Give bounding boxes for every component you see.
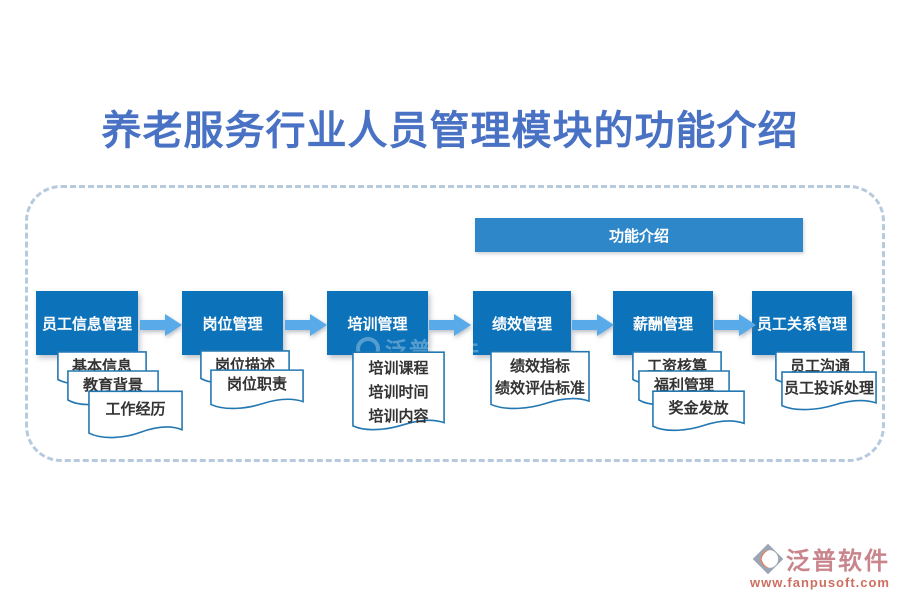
doc-employee-complaint-handling: 员工投诉处理 [781,371,877,415]
module-label: 薪酬管理 [632,315,693,333]
doc-line: 奖金发放 [668,400,729,417]
doc-performance-details: 绩效指标 绩效评估标准 [490,350,590,416]
arrow-right-icon [140,314,182,336]
document-shape-icon [652,390,745,436]
doc-position-duty: 岗位职责 [210,369,304,414]
page-title: 养老服务行业人员管理模块的功能介绍 [101,109,799,153]
doc-line: 培训课程 [368,360,429,377]
diagram-frame [25,185,885,462]
doc-work-experience: 工作经历 [88,390,183,443]
module-box-performance: 绩效管理 [473,291,571,355]
doc-line: 绩效评估标准 [494,380,585,397]
brand-url: www.fanpusoft.com [749,575,890,590]
arrow-right-icon [714,314,756,336]
banner-label: 功能介绍 [608,227,669,245]
doc-line: 绩效指标 [509,358,570,375]
document-shape-icon [490,350,590,416]
document-shape-icon [88,390,183,443]
document-shape-icon [352,350,445,438]
doc-line: 培训时间 [368,384,429,401]
document-shape-icon [210,369,304,414]
module-box-compensation: 薪酬管理 [613,291,713,355]
doc-line: 员工沟通 [789,358,850,375]
doc-bonus-payment: 奖金发放 [652,390,745,436]
doc-line: 员工投诉处理 [783,380,874,397]
doc-line: 教育背景 [82,377,143,394]
module-label: 岗位管理 [202,315,263,333]
module-label: 培训管理 [347,315,408,333]
module-box-employee-relations: 员工关系管理 [752,291,852,355]
brand-diamond-icon [752,543,784,574]
module-box-position: 岗位管理 [182,291,283,355]
module-label: 员工关系管理 [756,315,847,333]
module-box-employee-info: 员工信息管理 [36,291,138,355]
brand-name: 泛普软件 [786,548,890,575]
doc-training-details: 培训课程 培训时间 培训内容 [352,350,445,438]
doc-line: 培训内容 [368,408,429,425]
document-shape-icon [781,371,877,415]
banner-function-intro: 功能介绍 [475,218,803,252]
module-label: 绩效管理 [491,315,552,333]
arrow-right-icon [285,314,327,336]
brand-row: 泛普软件 [751,541,890,576]
doc-line: 岗位职责 [226,376,287,393]
arrow-right-icon [572,314,614,336]
arrow-right-icon [429,314,471,336]
doc-line: 福利管理 [653,377,714,394]
doc-line: 工作经历 [105,401,166,418]
module-label: 员工信息管理 [41,315,132,333]
brand-footer: 泛普软件 www.fanpusoft.com [750,541,890,590]
